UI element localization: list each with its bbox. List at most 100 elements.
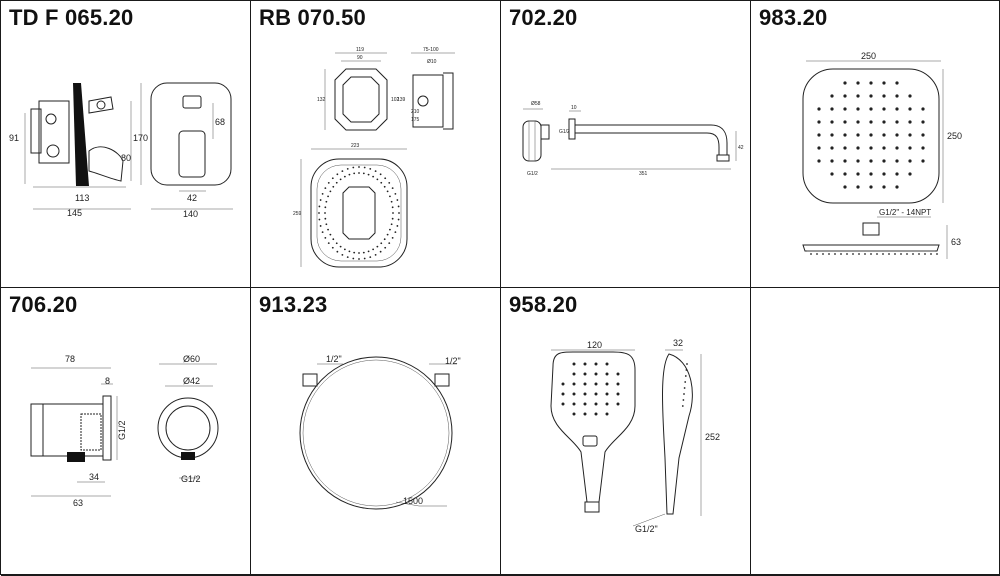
nozzle-dot [856,94,860,98]
nozzle-dot [383,238,386,241]
dim-g12b: G1/2 [527,171,538,177]
nozzle-dot [374,253,377,256]
nozzle-dot [389,195,391,198]
nozzle-dot [616,392,620,396]
panel-rb-070-50: RB 070.50 119 90 132 102 75-100 Ø10 139 [251,1,501,288]
nozzle-dot [869,133,873,137]
nozzle-dot [856,159,860,163]
nozzle-dot [888,253,890,255]
nozzle-dot [358,258,360,260]
nozzle-dot [817,159,821,163]
nozzle-dot [870,253,872,255]
panel-958-20: 958.20 120 32 252 G1/2" [501,288,751,576]
nozzle-dot [363,166,366,169]
dim-80: 80 [121,153,131,163]
nozzle-dot [367,250,370,253]
nozzle-dot [390,200,393,203]
nozzle-dot [843,133,847,137]
nozzle-dot [605,372,609,376]
nozzle-dot [843,120,847,124]
nozzle-dot [583,392,587,396]
nozzle-dot [830,159,834,163]
nozzle-dot [572,362,576,366]
nozzle-dot [376,245,379,248]
nozzle-dot [572,412,576,416]
nozzle-dot [318,212,320,214]
nozzle-dot [397,218,400,221]
nozzle-dot [391,187,394,190]
nozzle-dot [594,382,598,386]
nozzle-dot [376,178,379,181]
nozzle-dot [830,94,834,98]
nozzle-dot [339,245,342,248]
nozzle-dot [335,242,338,245]
nozzle-dot [594,412,598,416]
hose-end-2: 1/2" [445,356,461,366]
nozzle-dot [327,242,330,245]
nozzle-dot [921,120,925,124]
nozzle-dot [846,253,848,255]
dim-102: 102 [391,97,400,103]
nozzle-dot [372,175,375,178]
nozzle-dot [325,200,328,203]
nozzle-dot [683,387,686,389]
nozzle-dot [386,233,389,236]
nozzle-dot [339,178,342,181]
nozzle-dot [374,170,377,173]
nozzle-dot [394,231,397,234]
nozzle-dot [843,146,847,150]
nozzle-dot [358,172,360,174]
nozzle-dot [583,382,587,386]
nozzle-dot [329,233,332,236]
nozzle-dot [379,250,382,253]
nozzle-dot [318,205,321,208]
nozzle-dot [332,185,335,188]
nozzle-dot [843,94,847,98]
nozzle-dot [856,107,860,111]
dim-63: 63 [951,237,961,247]
nozzle-dot [817,120,821,124]
nozzle-dot [895,94,899,98]
nozzle-dot [894,253,896,255]
nozzle-dot [390,223,393,226]
nozzle-dot [876,253,878,255]
dim-120: 120 [587,340,602,350]
nozzle-dot [329,190,332,193]
nozzle-dot [352,166,355,169]
nozzle-dot [882,159,886,163]
panel-title: 913.23 [259,292,328,317]
nozzle-dot [869,172,873,176]
nozzle-dot [384,177,387,180]
nozzle-dot [869,81,873,85]
nozzle-dot [817,146,821,150]
nozzle-dot [682,399,685,401]
nozzle-dot [396,199,399,201]
nozzle-dot [348,173,351,176]
nozzle-dot [398,212,400,214]
nozzle-dot [817,133,821,137]
dim-223: 223 [351,143,360,149]
nozzle-dot [396,225,399,227]
nozzle-dot [684,381,687,383]
nozzle-dot [882,107,886,111]
nozzle-dot [583,372,587,376]
nozzle-dot [921,107,925,111]
rain-shower-drawing: 250 250 G1/2" - 14NPT 63 [802,51,962,259]
panel-empty [751,288,1000,576]
nozzle-dot [372,248,375,251]
nozzle-dot [346,256,349,259]
nozzle-dot [895,172,899,176]
nozzle-dot [817,107,821,111]
dim-132: 132 [317,97,326,103]
panel-983-20: 983.20 250 250 G1/2" - 14NPT 63 [751,1,1000,288]
nozzle-dot [869,107,873,111]
nozzle-dot [321,192,324,195]
nozzle-dot [816,253,818,255]
nozzle-dot [908,94,912,98]
nozzle-dot [327,181,330,184]
nozzle-dot [858,253,860,255]
panel-title: TD F 065.20 [9,5,134,30]
nozzle-dot [869,120,873,124]
nozzle-dot [864,253,866,255]
